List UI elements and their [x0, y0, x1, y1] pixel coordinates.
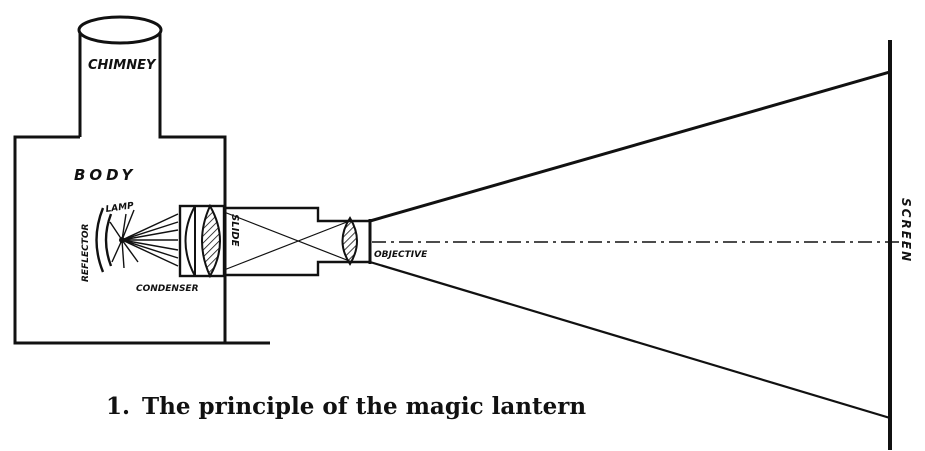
internal-rays	[223, 211, 353, 271]
objective-lens	[341, 216, 358, 266]
label-lamp: LAMP	[105, 201, 135, 215]
label-screen: SCREEN	[899, 198, 913, 263]
projection-cone	[369, 70, 891, 420]
caption-text: The principle of the magic lantern	[142, 393, 586, 420]
label-slide: SLIDE	[229, 214, 240, 247]
reflector-arcs	[95, 207, 113, 273]
figure-caption: 1. The principle of the magic lantern	[106, 393, 586, 420]
label-body: BODY	[74, 166, 136, 184]
label-chimney: CHIMNEY	[88, 58, 157, 73]
chimney-top	[77, 15, 163, 45]
label-objective: OBJECTIVE	[374, 250, 428, 260]
lantern-housing	[13, 32, 270, 345]
objective-tube	[224, 206, 370, 277]
label-condenser: CONDENSER	[136, 284, 199, 294]
condenser-lenses	[178, 203, 226, 279]
caption-number: 1.	[106, 393, 130, 420]
lamp-flame	[119, 237, 125, 243]
lamp-rays	[109, 209, 179, 269]
label-reflector: REFLECTOR	[81, 223, 91, 282]
